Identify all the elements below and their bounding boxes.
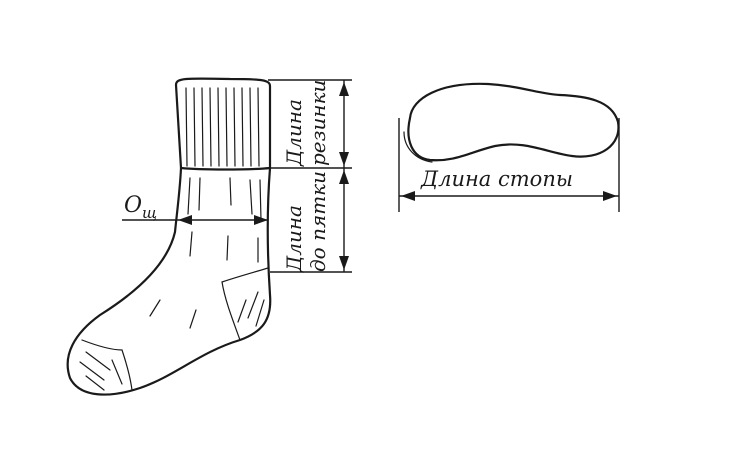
sock-heel-patch	[221, 267, 269, 341]
cuff-length-label: Длина резинки	[282, 80, 330, 167]
sock-texture	[149, 177, 262, 329]
sock-drawing	[66, 77, 272, 396]
circumference-label: Ощ	[124, 193, 157, 222]
foot-length-label: Длина стопы	[420, 167, 573, 191]
sock-toe-patch	[81, 339, 133, 391]
sock-cuff-outline	[174, 77, 272, 171]
foot-outline	[407, 82, 620, 162]
vertical-dimension-lines	[268, 79, 352, 273]
sock-body-outline	[66, 166, 272, 396]
sock-heel-hatching	[237, 291, 265, 327]
foot-length-dimension	[398, 118, 620, 212]
sock-cuff-ribs	[185, 87, 260, 167]
foot-sole-edge	[403, 131, 433, 163]
circumference-dimension	[122, 215, 268, 225]
sock-toe-hatching	[79, 351, 123, 391]
heel-length-label: Длина до пятки	[282, 171, 330, 273]
